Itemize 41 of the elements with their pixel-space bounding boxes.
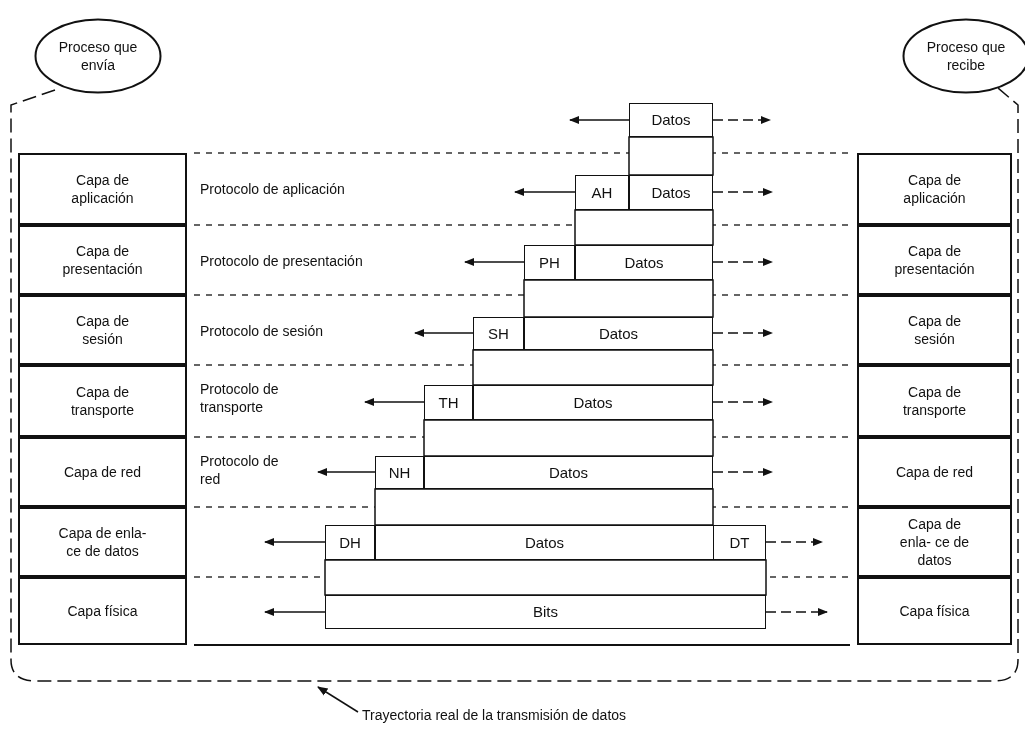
layer-box: Capa de presentación — [857, 225, 1012, 295]
packet-field: Datos — [524, 317, 713, 350]
layer-box: Capa física — [18, 577, 187, 645]
layer-box: Capa de aplicación — [857, 153, 1012, 225]
packet-field: SH — [473, 317, 524, 350]
packet-field: NH — [375, 456, 424, 489]
process-label: Proceso que envía — [58, 37, 138, 75]
protocol-label: Protocolo de aplicación — [200, 180, 346, 199]
layer-box: Capa de red — [857, 437, 1012, 507]
protocol-label: Protocolo de sesión — [200, 322, 324, 341]
layer-box: Capa de sesión — [18, 295, 187, 365]
process-label: Proceso que recibe — [926, 37, 1006, 75]
layer-box: Capa de red — [18, 437, 187, 507]
packet-field: Datos — [629, 103, 713, 137]
packet-field: Datos — [575, 245, 713, 280]
packet-field: Bits — [325, 595, 766, 629]
packet-field: AH — [575, 175, 629, 210]
protocol-label: Protocolo de transporte — [200, 380, 280, 417]
layer-box: Capa de transporte — [857, 365, 1012, 437]
layer-box: Capa de enla- ce de datos — [857, 507, 1012, 577]
caption-text: Trayectoria real de la transmisión de datos — [362, 704, 662, 726]
layer-box: Capa de enla- ce de datos — [18, 507, 187, 577]
layer-box: Capa de presentación — [18, 225, 187, 295]
packet-field: TH — [424, 385, 473, 420]
packet-field: DT — [713, 525, 766, 560]
packet-field: Datos — [473, 385, 713, 420]
packet-field: Datos — [424, 456, 713, 489]
transmission-path — [10, 87, 1019, 682]
packet-field: Datos — [629, 175, 713, 210]
packet-field: PH — [524, 245, 575, 280]
layer-box: Capa de transporte — [18, 365, 187, 437]
layer-box: Capa física — [857, 577, 1012, 645]
layer-box: Capa de aplicación — [18, 153, 187, 225]
packet-field: DH — [325, 525, 375, 560]
process-bubble — [902, 18, 1025, 94]
process-bubble — [34, 18, 162, 94]
leader-line — [317, 686, 359, 713]
protocol-label: Protocolo de presentación — [200, 252, 364, 271]
packet-field: Datos — [375, 525, 714, 560]
layer-box: Capa de sesión — [857, 295, 1012, 365]
protocol-label: Protocolo de red — [200, 452, 280, 489]
